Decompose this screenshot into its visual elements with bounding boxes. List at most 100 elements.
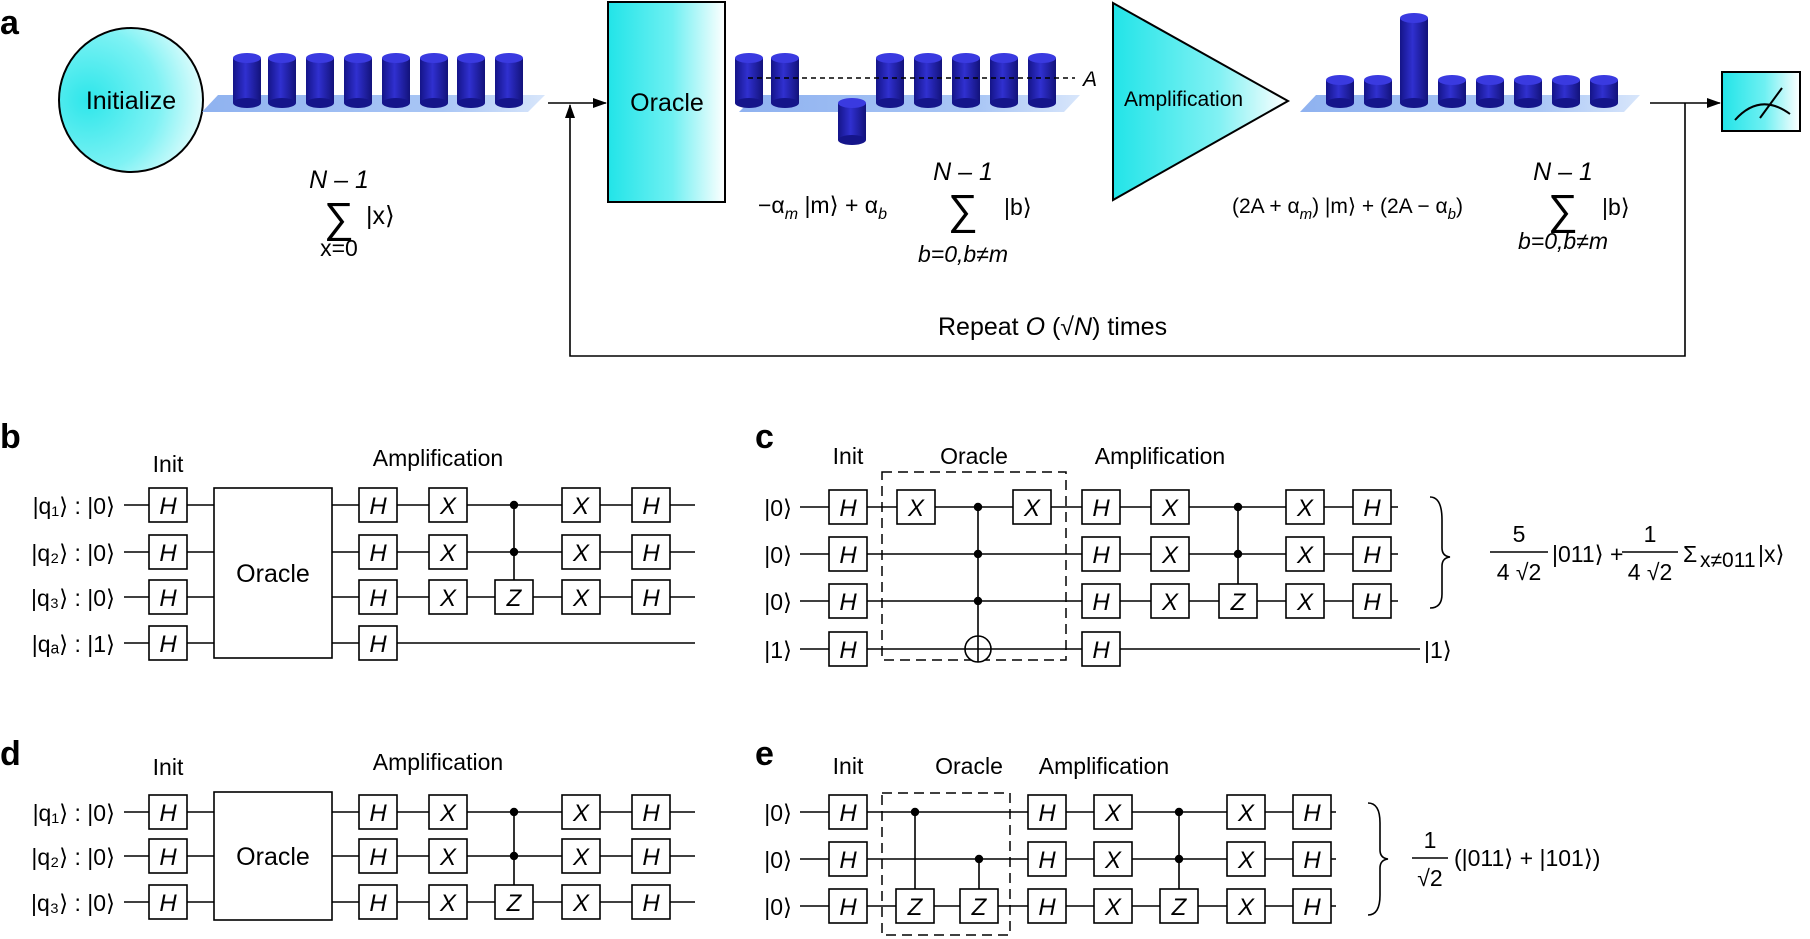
gate-x: X [1093,841,1133,877]
gate-box [895,888,935,924]
cylinder-top [952,53,980,63]
result-denominator: 4 √2 [1628,559,1673,585]
gate-x: X [1226,794,1266,830]
gate-box [1285,489,1325,525]
gate-h: H [1027,794,1067,830]
amp-sum-term: |b⟩ [1602,194,1630,220]
gate-box [428,579,468,615]
meter-arc-icon [1734,103,1791,121]
cylinder-base [457,98,485,108]
cylinder-top [495,53,523,63]
gate-h: H [631,534,671,570]
gate-label: H [1363,495,1381,522]
gate-h: H [148,794,188,830]
cylinder-body [420,58,448,103]
gate-label: Z [1171,894,1188,921]
gate-h: H [631,579,671,615]
init-sum-symbol: ∑ [324,194,354,241]
qubit-label: |qₐ⟩ : |1⟩ [32,631,115,657]
cylinder-body [344,58,372,103]
cylinder-base [306,98,334,108]
input-state: |0⟩ [764,894,792,920]
measurement-meter [1721,71,1801,132]
gate-box [828,631,868,667]
amplitude-cylinder [268,53,296,108]
cylinder-top [771,53,799,63]
cylinder-body [1514,80,1542,103]
amplitude-cylinder [1400,13,1428,108]
gate-h: H [358,487,398,523]
gate-box [561,487,601,523]
gate-h: H [828,536,868,572]
gate-label: H [369,844,387,871]
gate-label: X [1023,495,1041,522]
gate-z: Z [494,579,534,615]
gate-label: X [572,890,590,917]
gate-box [1226,888,1266,924]
gate-box [148,487,188,523]
input-state: |0⟩ [764,542,792,568]
gate-h: H [358,534,398,570]
gate-label: X [1104,894,1122,921]
cylinder-top [1326,75,1354,85]
gate-box [1285,536,1325,572]
qubit-label: |q₁⟩ : |0⟩ [33,493,115,519]
gate-label: H [369,890,387,917]
gate-box [1081,536,1121,572]
gate-z: Z [959,888,999,924]
gate-h: H [358,579,398,615]
gate-label: Z [506,890,523,917]
oracle-sum-lower: b=0,b≠m [918,241,1008,267]
cylinder-body [495,58,523,103]
gate-box [1226,841,1266,877]
result-numerator: 1 [1424,827,1437,853]
gate-box [1081,489,1121,525]
gate-box [148,884,188,920]
cylinder-base [1552,98,1580,108]
cylinder-top [990,53,1018,63]
gate-label: H [159,631,177,658]
gate-x: X [428,487,468,523]
gate-box [428,838,468,874]
initialize-label: Initialize [86,87,176,115]
gate-box [828,794,868,830]
cylinder-top [1590,75,1618,85]
cylinder-top [1438,75,1466,85]
cylinder-top [735,53,763,63]
gate-box [1285,583,1325,619]
result-numerator: 5 [1513,521,1526,547]
result-denominator: √2 [1417,865,1442,891]
init-sum-upper: N – 1 [309,166,369,194]
amplitude-cylinder [1476,75,1504,108]
cylinder-base [268,98,296,108]
gate-label: H [642,890,660,917]
gate-x: X [428,579,468,615]
gate-box [428,884,468,920]
cylinder-base [382,98,410,108]
cylinder-top [1476,75,1504,85]
gate-x: X [1285,583,1325,619]
gate-x: X [1150,583,1190,619]
amplitude-cylinder [735,53,763,108]
gate-box [148,579,188,615]
init-label: Init [153,754,184,780]
gate-box [1226,794,1266,830]
gate-label: H [159,890,177,917]
gate-x: X [428,794,468,830]
input-state: |0⟩ [764,800,792,826]
amplitude-cylinder [233,53,261,108]
gate-h: H [1081,489,1121,525]
gate-x: X [561,534,601,570]
amplitude-cylinder [1438,75,1466,108]
cylinder-body [1400,18,1428,103]
gate-x: X [1226,841,1266,877]
gate-x: X [428,838,468,874]
amplitude-cylinder [457,53,485,108]
amp-sum-upper: N – 1 [1533,158,1593,186]
gate-box [631,487,671,523]
gate-label: H [642,800,660,827]
input-state: |1⟩ [764,637,792,663]
sum-subscript: x≠011 [1700,549,1756,572]
gate-label: H [642,844,660,871]
cylinder-base [1364,98,1392,108]
